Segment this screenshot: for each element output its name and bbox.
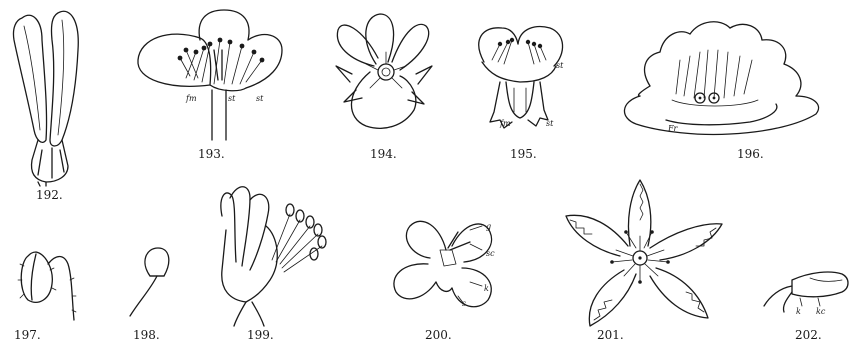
figure-195-label-fm: fm: [499, 119, 511, 128]
figure-198-drawing: [130, 248, 169, 316]
figure-197-drawing: [18, 252, 76, 320]
figure-196-drawing: [624, 22, 818, 135]
figure-202-label-k: k: [796, 307, 801, 316]
figure-200-label-k: k: [484, 284, 489, 293]
figure-201-caption: 201.: [597, 328, 624, 342]
figure-200-label-sc: sc: [486, 249, 495, 258]
figure-193-caption: 193.: [198, 147, 225, 161]
figure-202-caption: 202.: [795, 328, 822, 342]
figure-200-caption: 200.: [425, 328, 452, 342]
figure-197-caption: 197.: [14, 328, 41, 342]
figure-199-caption: 199.: [247, 328, 274, 342]
figure-201-drawing: [566, 180, 722, 326]
figure-194-caption: 194.: [370, 147, 397, 161]
figure-198-caption: 198.: [133, 328, 160, 342]
figure-195-label-st-bottom: st: [546, 119, 554, 128]
figure-196-label-fr: Fr: [667, 124, 679, 133]
figure-193-label-st-1: st: [228, 94, 236, 103]
figure-200-drawing: [394, 221, 492, 306]
figure-202-label-kc: kc: [816, 307, 826, 316]
figure-192-drawing: [13, 11, 78, 186]
figure-200-label-s: s: [462, 299, 466, 308]
figure-195-label-st-top: st: [556, 61, 564, 70]
figure-195-caption: 195.: [510, 147, 537, 161]
figure-192-caption: 192.: [36, 188, 63, 202]
figure-196-caption: 196.: [737, 147, 764, 161]
figure-202-drawing: [764, 272, 848, 312]
figure-193-drawing: [138, 10, 282, 140]
figure-194-drawing: [336, 14, 432, 128]
figure-195-drawing: [479, 27, 563, 128]
figure-199-drawing: [221, 187, 326, 326]
figure-200-label-g: g: [486, 222, 491, 231]
figure-193-label-fm: fm: [185, 94, 197, 103]
figure-193-label-st-2: st: [256, 94, 264, 103]
